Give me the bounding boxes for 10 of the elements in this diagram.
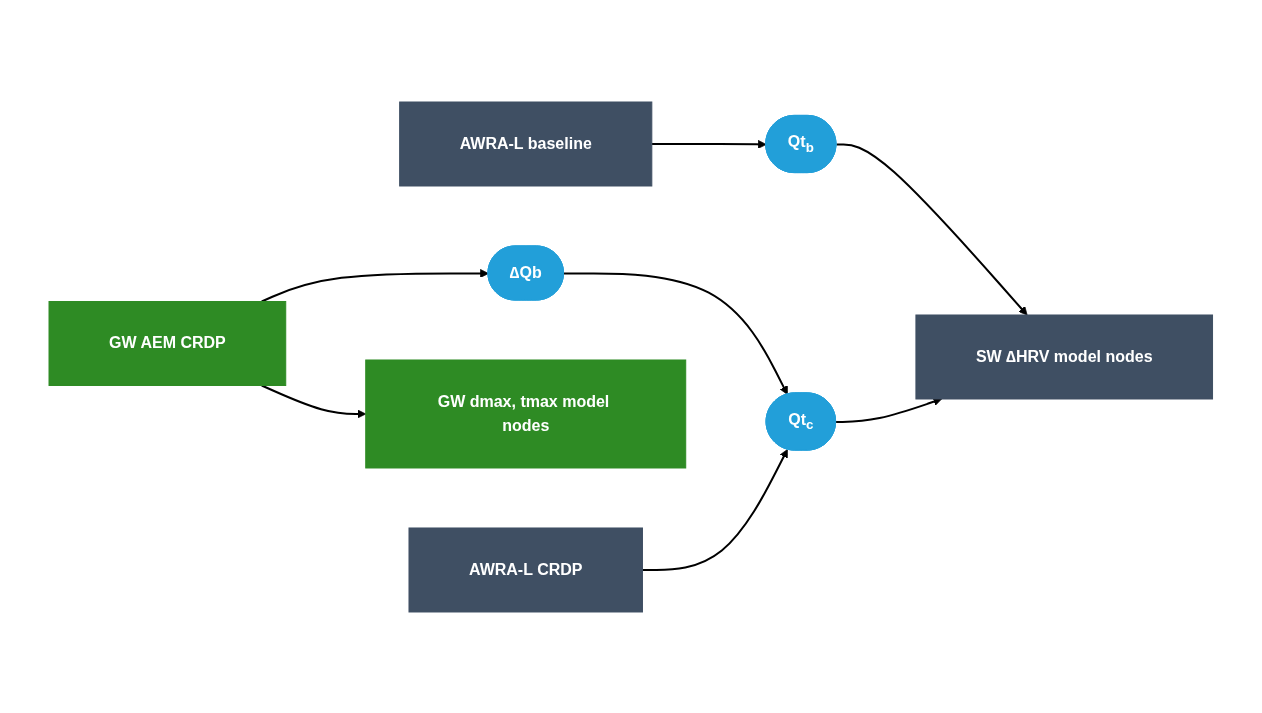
arrow <box>641 448 789 571</box>
node-box: AWRA-L baseline <box>399 101 653 186</box>
arrow <box>260 384 367 418</box>
node-box: SW ∆HRV model nodes <box>915 314 1214 399</box>
node-box: GW AEM CRDP <box>48 300 287 386</box>
arrow <box>651 139 767 149</box>
node-box: AWRA-L CRDP <box>408 527 644 612</box>
node-box: GW dmax, tmax model nodes <box>365 359 687 468</box>
arrow <box>835 142 1028 315</box>
arrow <box>563 271 789 395</box>
